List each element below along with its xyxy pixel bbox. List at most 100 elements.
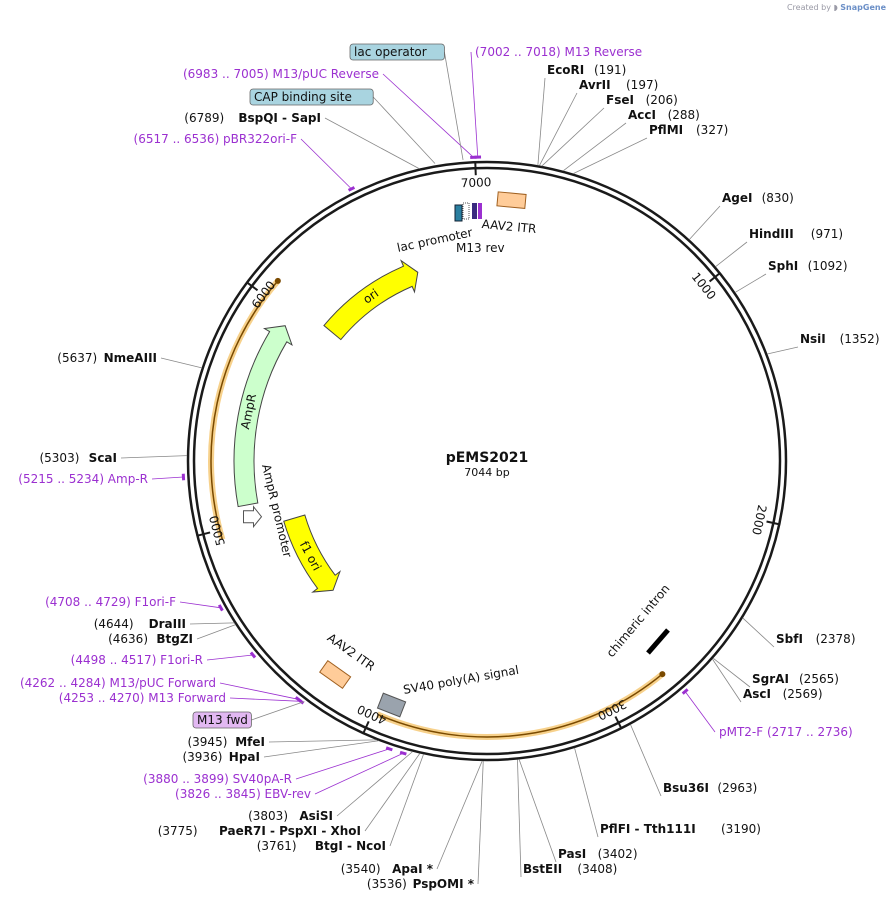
feature-label: chimeric intron bbox=[604, 582, 673, 660]
site-leader bbox=[562, 122, 627, 172]
tick-6000 bbox=[245, 281, 259, 292]
primer-8: (3880 .. 3899) SV40pA-R bbox=[143, 746, 393, 786]
site-position: (6789) bbox=[184, 111, 224, 125]
site-leader bbox=[537, 77, 546, 166]
site-position: (4644) bbox=[94, 617, 134, 631]
boxed-rect bbox=[192, 711, 252, 729]
site-position: (2963) bbox=[717, 781, 757, 795]
primer-0: (7002 .. 7018) M13 Reverse bbox=[470, 45, 642, 159]
site-leader bbox=[574, 747, 599, 838]
feature-label: SV40 poly(A) signal bbox=[402, 663, 520, 697]
primer-label: (6983 .. 7005) M13/pUC Reverse bbox=[183, 67, 379, 81]
site-position: (3190) bbox=[721, 822, 761, 836]
feature-m13-rev: M13 rev bbox=[456, 203, 505, 255]
tick-label-2000: 2000 bbox=[749, 504, 769, 537]
primer-2: (6517 .. 6536) pBR322ori-F bbox=[134, 132, 356, 192]
site-position: (5637) bbox=[57, 351, 97, 365]
primers: (7002 .. 7018) M13 Reverse (6983 .. 7005)… bbox=[18, 45, 852, 801]
m13-rev-box bbox=[472, 203, 477, 219]
site-paer7i-pspxi-xhoi: PaeR7I - PspXI - XhoI(3775) bbox=[158, 753, 421, 838]
site-leader bbox=[742, 617, 775, 648]
site-name: BspQI - SapI bbox=[238, 111, 321, 125]
primer-label: (4253 .. 4270) M13 Forward bbox=[59, 691, 226, 705]
site-bsu36i: Bsu36I(2963) bbox=[630, 724, 757, 797]
restriction-sites: EcoRI(191)AvrII(197)FseI(206)AccI(288)Pf… bbox=[39, 63, 879, 891]
site-name: BstEII bbox=[523, 862, 562, 876]
site-leader bbox=[436, 760, 483, 870]
primer-label: (4498 .. 4517) F1ori-R bbox=[71, 653, 203, 667]
site-leader bbox=[324, 117, 420, 170]
site-leader bbox=[263, 740, 379, 758]
backbone-inner-circle bbox=[192, 166, 782, 756]
primer-label: (5215 .. 5234) Amp-R bbox=[18, 472, 148, 486]
site-sbfi: SbfI(2378) bbox=[742, 617, 856, 648]
primer-mark bbox=[249, 651, 257, 659]
plasmid-length: 7044 bp bbox=[464, 466, 509, 479]
site-name: NsiI bbox=[800, 332, 826, 346]
site-leader bbox=[268, 739, 377, 743]
site-mfei: MfeI(3945) bbox=[187, 735, 377, 749]
site-position: (3803) bbox=[248, 809, 288, 823]
boxed-label-m13-fwd: M13 fwd bbox=[192, 701, 305, 729]
primer-9: (3826 .. 3845) EBV-rev bbox=[175, 750, 407, 801]
site-leader bbox=[734, 273, 767, 293]
site-position: (327) bbox=[696, 123, 728, 137]
primer-mark bbox=[347, 186, 356, 192]
tick-2000 bbox=[766, 520, 781, 526]
site-position: (1092) bbox=[808, 259, 848, 273]
site-apai: ApaI *(3540) bbox=[341, 760, 483, 876]
site-scai: ScaI(5303) bbox=[39, 451, 188, 465]
primer-leader bbox=[179, 601, 221, 609]
site-name: EcoRI bbox=[547, 63, 584, 77]
polya-box bbox=[376, 692, 407, 718]
tick-5000 bbox=[196, 531, 211, 537]
feature-ori-0: ori bbox=[323, 259, 419, 341]
primer-leader bbox=[300, 138, 352, 190]
site-leader bbox=[336, 751, 413, 817]
site-leader bbox=[712, 658, 742, 703]
site-name: PspOMI * bbox=[413, 877, 475, 891]
boxed-label-lac-operator: lac operator bbox=[349, 43, 464, 161]
site-agei: AgeI(830) bbox=[689, 191, 794, 240]
watermark-brand: SnapGene bbox=[840, 3, 886, 12]
site-leader bbox=[541, 107, 605, 167]
boxed-text: M13 fwd bbox=[197, 713, 248, 727]
site-name: AscI bbox=[743, 687, 771, 701]
site-name: SbfI bbox=[776, 632, 803, 646]
site-position: (971) bbox=[811, 227, 843, 241]
primer-5: (4498 .. 4517) F1ori-R bbox=[71, 651, 257, 667]
orange-bands bbox=[208, 277, 666, 740]
site-acci: AccI(288) bbox=[562, 108, 700, 172]
site-position: (4636) bbox=[108, 632, 148, 646]
primer-1: (6983 .. 7005) M13/pUC Reverse bbox=[183, 67, 477, 159]
site-leader bbox=[160, 357, 202, 369]
site-name: PflFI - Tth111I bbox=[600, 822, 696, 836]
site-leader bbox=[715, 241, 748, 267]
feature-sv40-polya: SV40 poly(A) signal bbox=[376, 663, 520, 718]
site-leader bbox=[518, 759, 557, 863]
site-name: DraIII bbox=[149, 617, 186, 631]
site-position: (3408) bbox=[577, 862, 617, 876]
primer-mark bbox=[297, 698, 305, 705]
boxed-leader bbox=[444, 51, 464, 161]
site-leader bbox=[477, 760, 484, 885]
site-name: AccI bbox=[628, 108, 656, 122]
site-position: (3775) bbox=[158, 824, 198, 838]
site-name: FseI bbox=[606, 93, 634, 107]
site-name: ApaI * bbox=[392, 862, 434, 876]
boxed-leader bbox=[251, 701, 305, 721]
site-position: (3936) bbox=[182, 750, 222, 764]
primer-3: (5215 .. 5234) Amp-R bbox=[18, 472, 186, 486]
primer-label: pMT2-F (2717 .. 2736) bbox=[719, 725, 853, 739]
orf-band-line-0 bbox=[377, 673, 663, 738]
itr-box bbox=[496, 191, 527, 209]
primer-label: (3826 .. 3845) EBV-rev bbox=[175, 787, 311, 801]
site-name: HindIII bbox=[749, 227, 794, 241]
site-position: (5303) bbox=[39, 451, 79, 465]
lac-operator-box bbox=[462, 202, 470, 220]
tick-4000 bbox=[362, 720, 370, 735]
site-fsei: FseI(206) bbox=[541, 93, 678, 167]
feature-label: AAV2 ITR bbox=[481, 217, 537, 236]
primer-leader bbox=[470, 51, 479, 158]
